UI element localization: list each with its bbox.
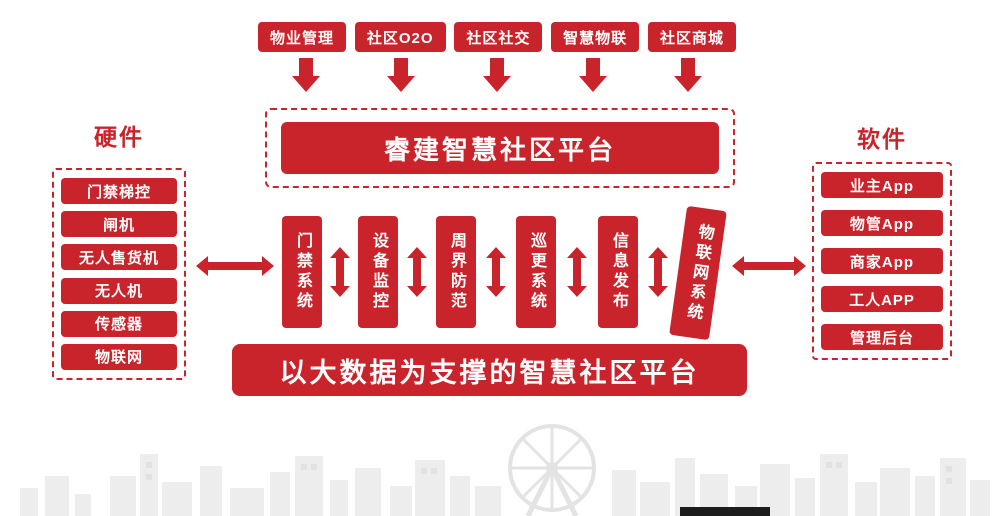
system-perimeter-defense: 周界防范 xyxy=(436,216,476,328)
system-access-control: 门禁系统 xyxy=(282,216,322,328)
hardware-group-box: 门禁梯控 闸机 无人售货机 无人机 传感器 物联网 xyxy=(52,168,186,380)
vertical-double-arrow-icon xyxy=(407,247,427,297)
software-item: 物管App xyxy=(821,210,943,236)
software-group-box: 业主App 物管App 商家App 工人APP 管理后台 xyxy=(812,162,952,360)
software-item: 工人APP xyxy=(821,286,943,312)
horizontal-double-arrow-icon xyxy=(196,256,274,276)
software-item: 管理后台 xyxy=(821,324,943,350)
platform-title: 睿建智慧社区平台 xyxy=(281,122,719,174)
horizontal-double-arrow-icon xyxy=(732,256,806,276)
hardware-item: 传感器 xyxy=(61,310,177,337)
hardware-item: 物联网 xyxy=(61,343,177,370)
system-iot: 物联网系统 xyxy=(669,205,727,341)
down-arrow-icon xyxy=(482,58,511,92)
hardware-item: 闸机 xyxy=(61,211,177,238)
module-community-mall: 社区商城 xyxy=(647,22,736,52)
vertical-double-arrow-icon xyxy=(330,247,350,297)
down-arrow-icon xyxy=(291,58,320,92)
module-smart-iot: 智慧物联 xyxy=(551,22,640,52)
platform-dashed-frame: 睿建智慧社区平台 xyxy=(265,108,735,188)
watermark-strip xyxy=(680,507,770,516)
system-device-monitoring: 设备监控 xyxy=(358,216,398,328)
down-arrow-icon xyxy=(578,58,607,92)
system-info-publishing: 信息发布 xyxy=(598,216,638,328)
top-arrow-row xyxy=(258,58,736,92)
down-arrow-icon xyxy=(387,58,416,92)
module-community-social: 社区社交 xyxy=(454,22,543,52)
vertical-double-arrow-icon xyxy=(486,247,506,297)
hardware-item: 无人机 xyxy=(61,277,177,304)
software-item: 业主App xyxy=(821,172,943,198)
top-module-row: 物业管理 社区O2O 社区社交 智慧物联 社区商城 xyxy=(258,22,736,52)
software-item: 商家App xyxy=(821,248,943,274)
hardware-group-title: 硬件 xyxy=(94,124,144,150)
module-property-management: 物业管理 xyxy=(258,22,347,52)
hardware-item: 无人售货机 xyxy=(61,244,177,271)
hardware-item: 门禁梯控 xyxy=(61,178,177,204)
down-arrow-icon xyxy=(674,58,703,92)
vertical-double-arrow-icon xyxy=(648,247,668,297)
city-skyline-background xyxy=(20,424,990,516)
system-patrol: 巡更系统 xyxy=(516,216,556,328)
vertical-double-arrow-icon xyxy=(567,247,587,297)
module-community-o2o: 社区O2O xyxy=(354,22,446,52)
software-group-title: 软件 xyxy=(857,126,907,152)
bottom-banner-title: 以大数据为支撑的智慧社区平台 xyxy=(232,344,747,396)
